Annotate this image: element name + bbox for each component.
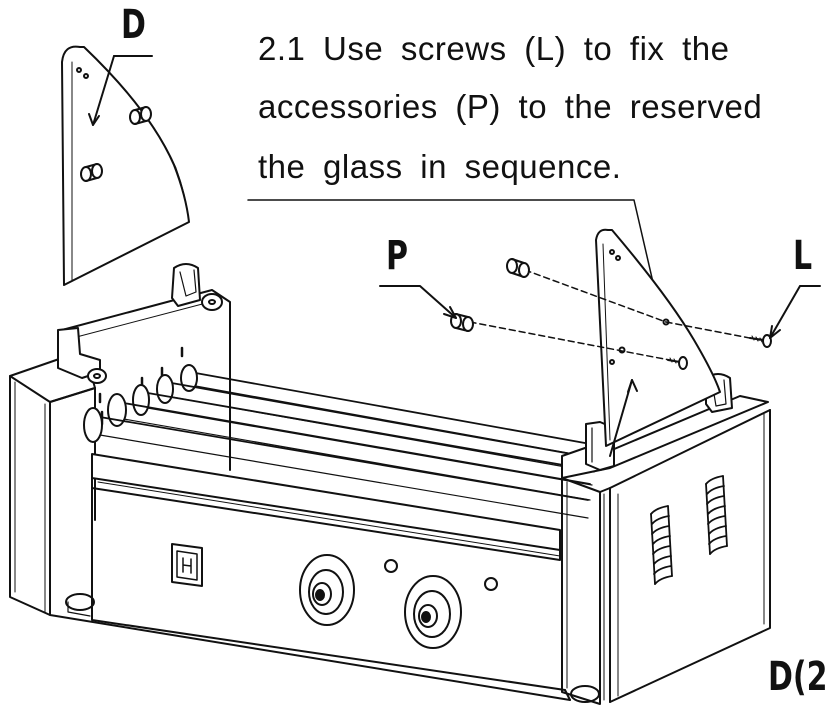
indicator-light-left (384, 559, 398, 573)
screw-l-lower (667, 356, 688, 370)
instruction-line-3: the glass in sequence. (258, 148, 622, 185)
front-control-panel (49, 401, 571, 701)
indicator-light-right (484, 577, 498, 591)
assembly-guide-lines (469, 269, 761, 363)
accessory-p-lower (450, 313, 474, 332)
roller-machine-body (9, 263, 771, 705)
instruction-line-1: 2.1 Use screws (L) to fix the (258, 30, 730, 67)
left-back-bracket (171, 263, 223, 311)
panel-standoff-left-lower (80, 163, 103, 182)
screw-l-upper (749, 334, 772, 348)
temperature-knob-left[interactable] (299, 554, 355, 626)
power-switch[interactable] (171, 543, 203, 587)
callout-p-leader (379, 285, 457, 319)
glass-panel-d-installed (595, 228, 721, 447)
callout-d-leader (92, 55, 115, 126)
callout-label-l: L (793, 233, 813, 279)
panel-standoff-left-upper (129, 106, 152, 125)
left-end-housing (9, 357, 96, 616)
callout-label-p: P (386, 233, 408, 279)
callout-label-d: D (121, 2, 146, 48)
callout-label-d2: D(2 (768, 654, 828, 700)
glass-panel-d-detached (61, 45, 190, 286)
left-front-bracket (57, 327, 107, 384)
temperature-knob-right[interactable] (404, 575, 462, 649)
callout-l-leader (769, 285, 821, 339)
rollers (83, 364, 597, 519)
instruction-line-2: accessories (P) to the reserved (258, 88, 763, 125)
drip-tray (91, 453, 561, 561)
side-vents (650, 475, 728, 585)
accessory-p-upper (506, 258, 530, 278)
